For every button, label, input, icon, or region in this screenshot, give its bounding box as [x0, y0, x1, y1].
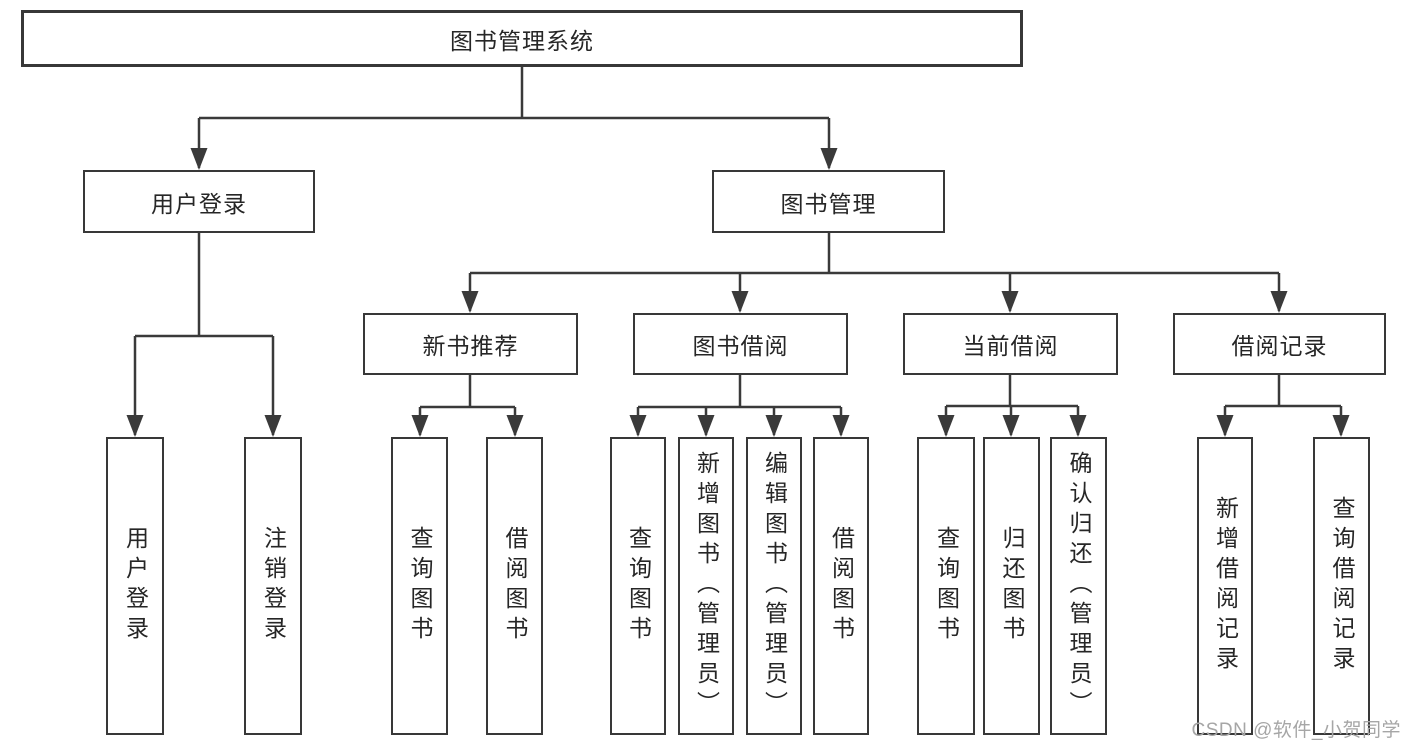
node-book-borrow: 图书借阅 [633, 313, 848, 375]
node-label: 用户登录 [122, 526, 149, 646]
node-label: 借阅图书 [828, 526, 855, 646]
leaf-confirm-return-admin: 确认归还（管理员） [1050, 437, 1107, 735]
node-label: 注销登录 [260, 526, 287, 646]
node-label: 图书管理系统 [450, 27, 594, 54]
node-label: 新书推荐 [422, 333, 519, 359]
node-label: 编辑图书（管理员） [761, 451, 788, 721]
node-label: 图书借阅 [692, 333, 789, 359]
node-label: 归还图书 [999, 526, 1025, 646]
leaf-add-book-admin: 新增图书（管理员） [678, 437, 734, 735]
node-label: 新增借阅记录 [1212, 496, 1239, 676]
node-label: 用户登录 [151, 190, 247, 217]
connector-paths [133, 67, 1343, 435]
node-label: 查询图书 [407, 526, 433, 646]
node-new-book-recommend: 新书推荐 [363, 313, 578, 375]
node-book-management: 图书管理 [712, 170, 945, 233]
leaf-query-book-1: 查询图书 [391, 437, 448, 735]
node-label: 借阅记录 [1231, 333, 1328, 359]
leaf-return-book: 归还图书 [983, 437, 1040, 735]
leaf-query-book-3: 查询图书 [917, 437, 975, 735]
leaf-borrow-book-1: 借阅图书 [486, 437, 543, 735]
leaf-query-book-2: 查询图书 [610, 437, 666, 735]
node-label: 图书管理 [780, 190, 877, 217]
node-label: 新增图书（管理员） [693, 451, 720, 721]
leaf-edit-book-admin: 编辑图书（管理员） [746, 437, 802, 735]
node-library-system: 图书管理系统 [21, 10, 1023, 67]
csdn-watermark: CSDN @软件_小贺同学 [1191, 720, 1401, 741]
node-label: 确认归还（管理员） [1066, 451, 1092, 721]
node-label: 当前借阅 [962, 333, 1059, 359]
leaf-add-borrow-record: 新增借阅记录 [1197, 437, 1253, 735]
leaf-borrow-book-2: 借阅图书 [813, 437, 869, 735]
node-current-borrow: 当前借阅 [903, 313, 1118, 375]
leaf-logout: 注销登录 [244, 437, 302, 735]
node-borrow-record: 借阅记录 [1173, 313, 1386, 375]
leaf-query-borrow-record: 查询借阅记录 [1313, 437, 1370, 735]
arrowheads [126, 148, 1350, 437]
node-label: 借阅图书 [502, 526, 528, 646]
node-user-login: 用户登录 [83, 170, 315, 233]
leaf-user-login: 用户登录 [106, 437, 164, 735]
node-label: 查询图书 [933, 526, 960, 646]
node-label: 查询图书 [625, 526, 652, 646]
node-label: 查询借阅记录 [1329, 496, 1355, 676]
